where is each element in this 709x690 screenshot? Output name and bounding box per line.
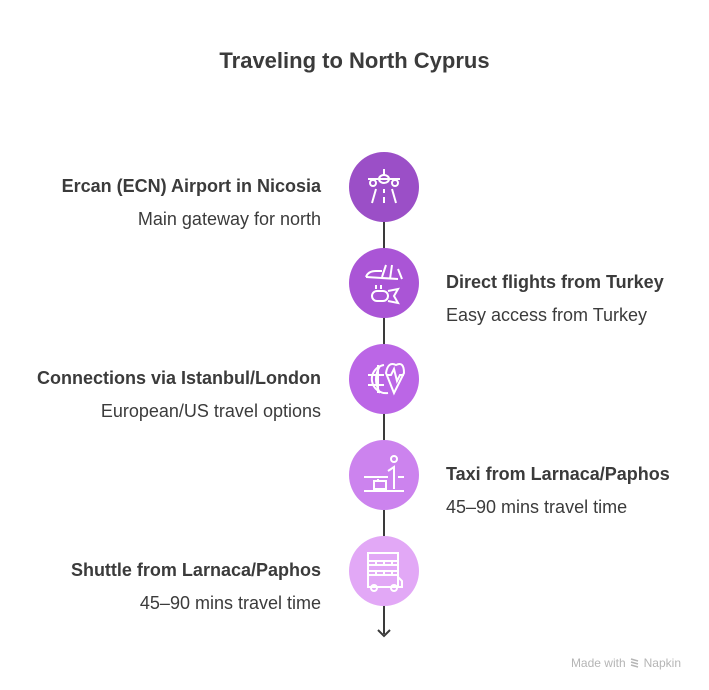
step-heading: Ercan (ECN) Airport in Nicosia: [61, 176, 321, 196]
airport-runway-icon: [349, 152, 419, 222]
traveler-luggage-icon: [349, 440, 419, 510]
step-heading: Taxi from Larnaca/Paphos: [446, 464, 670, 484]
step-subtext: European/US travel options: [100, 401, 321, 421]
step-heading: Direct flights from Turkey: [446, 272, 664, 292]
step-heading: Shuttle from Larnaca/Paphos: [70, 560, 321, 580]
diagram-title: Traveling to North Cyprus: [219, 48, 490, 73]
step-heading: Connections via Istanbul/London: [36, 368, 321, 388]
connector-line: [383, 412, 385, 442]
connector-line: [383, 508, 385, 538]
made-with-napkin-credit[interactable]: Made with Napkin: [571, 656, 681, 670]
step-subtext: Main gateway for north: [137, 209, 321, 229]
made-with-label: Made with: [570, 656, 626, 670]
napkin-brand: Napkin: [643, 656, 681, 670]
airplane-connections-icon: [349, 248, 419, 318]
step-subtext: Easy access from Turkey: [446, 305, 648, 325]
connector-line: [383, 316, 385, 346]
step-subtext: 45–90 mins travel time: [139, 593, 321, 613]
arrow-down-icon: [377, 629, 391, 638]
double-decker-bus-icon: [349, 536, 419, 606]
globe-health-icon: [349, 344, 419, 414]
connector-line: [383, 604, 385, 634]
step-subtext: 45–90 mins travel time: [446, 497, 628, 517]
napkin-logo-icon: [630, 658, 638, 668]
connector-line: [383, 220, 385, 250]
